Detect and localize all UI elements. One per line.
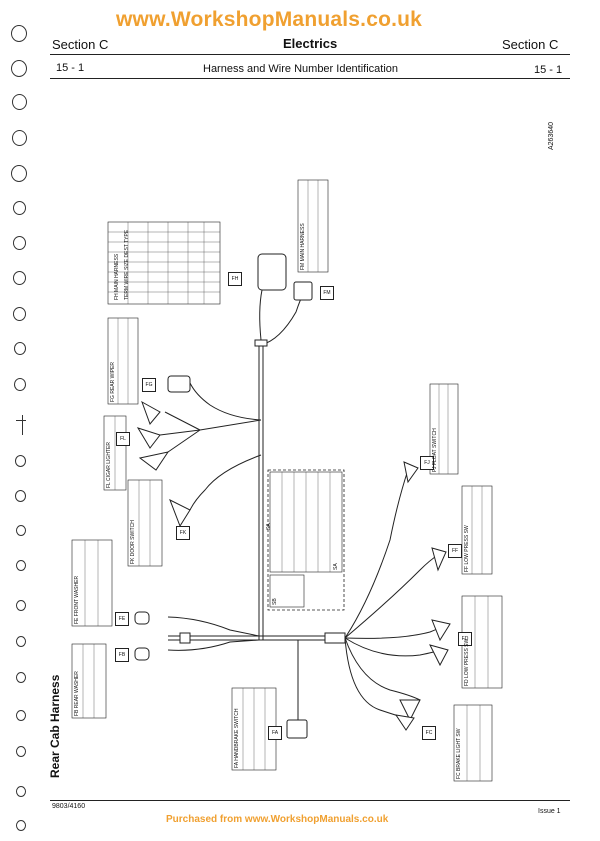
section-label-left: Section C <box>52 37 109 52</box>
subheader-rule <box>50 78 570 79</box>
table-title-fl: FL CIGAR LIGHTER <box>106 442 112 488</box>
connector-label-fk: FK <box>176 526 190 540</box>
section-title: Electrics <box>283 36 338 51</box>
table-title-fa: FA HANDBRAKE SWITCH <box>234 708 240 768</box>
binder-hole <box>15 490 26 502</box>
binder-hole <box>15 455 26 467</box>
binder-hole <box>13 271 26 285</box>
table-title-sb: SB <box>272 598 278 605</box>
connector-label-ff: FF <box>448 544 462 558</box>
document-number: 9803/4160 <box>52 803 86 810</box>
binder-tick <box>22 415 23 435</box>
connector-label-fm: FM <box>320 286 334 300</box>
table-title-fj: FJ FLOAT SWITCH <box>432 428 438 472</box>
connector-label-fg: FG <box>142 378 156 392</box>
connector-label-fj: FJ <box>420 456 434 470</box>
page-number-right: 15 - 1 <box>534 64 563 76</box>
table-title-ff: FF LOW PRESS SW <box>464 525 470 572</box>
table-title-fb: FB REAR WASHER <box>74 671 80 716</box>
table-title-fk: FK DOOR SWITCH <box>130 520 136 564</box>
trunk-label: SA <box>266 523 272 530</box>
binder-hole <box>14 378 26 391</box>
section-label-right: Section C <box>502 37 559 52</box>
binder-hole <box>11 165 27 182</box>
binder-hole <box>16 672 26 683</box>
binder-hole <box>13 201 26 215</box>
connector-label-fa: FA <box>268 726 282 740</box>
table-title-fd: FD LOW PRESS SW <box>464 638 470 686</box>
table-title-fc: FC BRAKE LIGHT SW <box>456 728 462 779</box>
binder-tick <box>16 420 26 421</box>
binder-hole <box>11 60 27 77</box>
page-subtitle: Harness and Wire Number Identification <box>203 63 399 75</box>
connector-label-fc: FC <box>422 726 436 740</box>
connector-label-fh: FH <box>228 272 242 286</box>
connector-label-fb: FB <box>115 648 129 662</box>
table-title-fh: FH MAIN HARNESS <box>114 253 120 300</box>
binder-hole <box>16 746 26 757</box>
binder-hole <box>11 25 27 42</box>
binder-hole <box>13 236 26 250</box>
binder-hole <box>12 94 27 110</box>
table-headers: TERM WIRE SIZE DEST TYPE <box>124 229 130 300</box>
table-title-fm: FM MAIN HARNESS <box>300 223 306 270</box>
watermark-bottom: Purchased from www.WorkshopManuals.co.uk <box>166 814 389 825</box>
binder-hole <box>16 710 26 721</box>
table-title-fg: FG REAR WIPER <box>110 361 116 402</box>
connector-label-fe: FE <box>115 612 129 626</box>
header-rule <box>50 54 570 55</box>
page-number-left: 15 - 1 <box>56 62 85 74</box>
connector-label-fl: FL <box>116 432 130 446</box>
binder-hole <box>14 342 26 355</box>
binder-hole <box>16 525 26 536</box>
footer-rule <box>50 800 570 801</box>
watermark-top: www.WorkshopManuals.co.uk <box>116 8 423 31</box>
binder-hole <box>12 130 27 146</box>
connector-label-fd: FD <box>458 632 472 646</box>
binder-hole <box>13 307 26 321</box>
table-title-fe: FE FRONT WASHER <box>74 575 80 624</box>
binder-hole <box>16 786 26 797</box>
binder-hole <box>16 600 26 611</box>
binder-hole <box>16 820 26 831</box>
table-title-sa: SA <box>333 563 339 570</box>
issue-label: Issue 1 <box>538 808 561 815</box>
binder-hole <box>16 636 26 647</box>
binder-hole <box>16 560 26 571</box>
